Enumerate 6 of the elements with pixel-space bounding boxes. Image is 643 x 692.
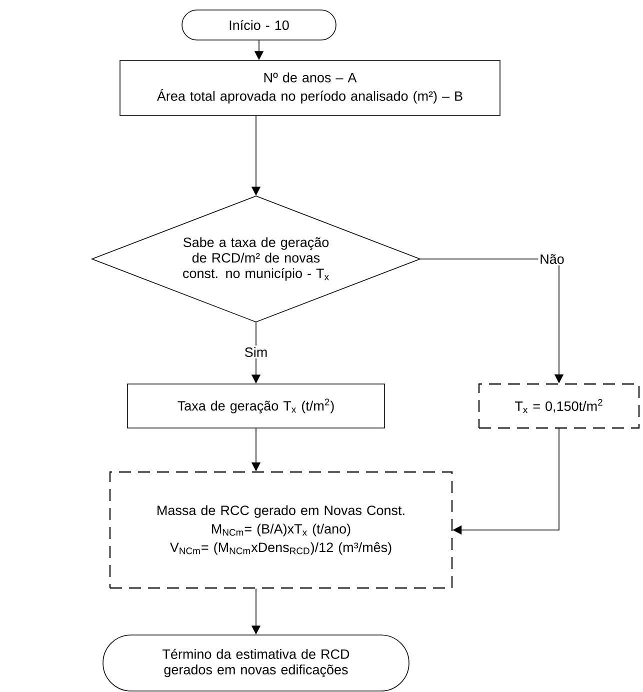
process-box: Nº de anos – A Área total aprovada no período analisado (m²) – B (120, 60, 500, 116)
process-box: Massa de RCC gerado em Novas Const. M$_{NCm}$= (B/A)xT$_{x}$ (t/ano) V$_{NCm}$= (M$_{NCm}$xDens$_{RCD}$)/12 (m³/mês) (109, 471, 453, 589)
process-box: Taxa de geração T$_{x}$ (t/m$^{2}$) (127, 384, 385, 428)
edge-label: Não (538, 252, 566, 266)
edge-label: Sim (242, 346, 270, 358)
process-box: T$_{x}$ = 0,150t/m$^{2}$ (478, 383, 640, 429)
